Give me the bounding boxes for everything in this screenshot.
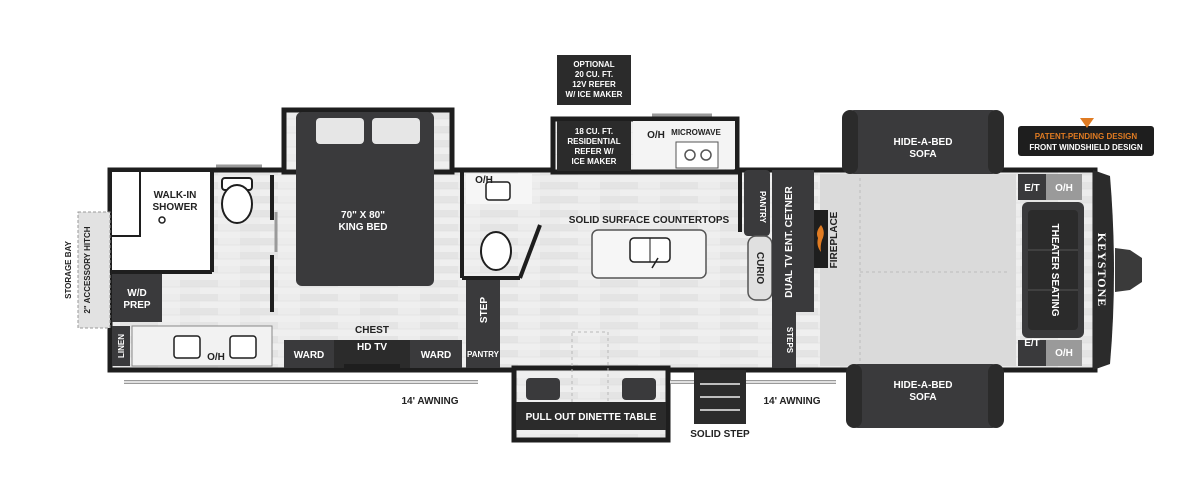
ward-left-label: WARD [294, 350, 325, 361]
dinette: PULL OUT DINETTE TABLE [516, 331, 666, 430]
king-bed: 70" X 80" KING BED [296, 112, 434, 286]
step-mid-label: STEP [479, 297, 490, 323]
solid-step-label: SOLID STEP [690, 429, 750, 440]
refer-label-1: 18 CU. FT. [575, 127, 613, 136]
refer-label-2: RESIDENTIAL [567, 137, 620, 146]
accessory-hitch-label: 2" ACCESSORY HITCH [83, 226, 92, 313]
hd-tv-label: HD TV [357, 342, 387, 353]
walk-in-shower-label-2: SHOWER [153, 202, 199, 213]
steps: STEPS [772, 312, 796, 368]
optional-refer-label-2: 20 CU. FT. [575, 70, 613, 79]
microwave-label: MICROWAVE [671, 128, 721, 137]
double-vanity: O/H [131, 325, 273, 367]
et-top-label: E/T [1024, 183, 1040, 194]
kitchen-island: SOLID SURFACE COUNTERTOPS [569, 215, 730, 279]
curio: CURIO [747, 235, 773, 301]
optional-refer-box: OPTIONAL 20 CU. FT. 12V REFER W/ ICE MAK… [557, 55, 631, 105]
king-bed-label-2: KING BED [339, 222, 388, 233]
fireplace-flame-icon [817, 225, 824, 252]
sofa-bottom-label-2: SOFA [909, 392, 936, 403]
linen-closet: LINEN [112, 326, 130, 366]
toilet-rear [221, 177, 253, 224]
awning-left: 14' AWNING [124, 380, 478, 407]
fireplace: FIREPLACE [814, 210, 840, 268]
rear-bath: WALK-IN SHOWER W/D PREP LINEN O/H [112, 172, 273, 367]
linen-label: LINEN [117, 334, 126, 358]
countertops-label: SOLID SURFACE COUNTERTOPS [569, 215, 730, 226]
step-mid: STEP [466, 280, 500, 340]
curio-label: CURIO [754, 252, 765, 284]
wd-prep-label-2: PREP [123, 300, 151, 311]
refer-label-4: ICE MAKER [572, 157, 617, 166]
awning-right-label: 14' AWNING [763, 396, 820, 407]
shield-icon [1080, 118, 1094, 128]
theater-seating: THEATER SEATING [1022, 202, 1084, 338]
window-marks [216, 113, 712, 252]
oh-bottom-label: O/H [1055, 348, 1073, 359]
et-bottom-label: E/T [1024, 338, 1040, 349]
dual-tv-label: DUAL TV ENT. CETNER [784, 185, 795, 297]
optional-refer-label-1: OPTIONAL [573, 60, 614, 69]
walk-in-shower-label-1: WALK-IN [154, 190, 197, 201]
pantry-small-label: PANTRY [467, 350, 500, 359]
pantry-small: PANTRY [466, 340, 500, 368]
sofa-top-label-1: HIDE-A-BED [894, 137, 953, 148]
sofa-bottom: HIDE-A-BED SOFA [846, 364, 1004, 428]
wd-prep: W/D PREP [112, 274, 162, 322]
patent-pending-badge: PATENT-PENDING DESIGN FRONT WINDSHIELD D… [1018, 118, 1154, 156]
steps-label: STEPS [785, 327, 794, 354]
solid-step: SOLID STEP [690, 370, 750, 440]
chest-label: CHEST [355, 325, 389, 336]
mid-bath: O/H [466, 174, 532, 271]
storage-bay-label: STORAGE BAY [64, 240, 73, 298]
pantry-tall-label: PANTRY [758, 191, 767, 224]
sofa-top: HIDE-A-BED SOFA [842, 110, 1004, 174]
oh-sink-label: O/H [475, 175, 493, 186]
optional-refer-label-4: W/ ICE MAKER [566, 90, 623, 99]
pantry-tall: PANTRY [744, 170, 770, 236]
kitchen-counter: O/H MICROWAVE [633, 121, 735, 169]
keystone-logo: KEYSTONE [1095, 233, 1109, 307]
awning-left-label: 14' AWNING [401, 396, 458, 407]
dinette-label: PULL OUT DINETTE TABLE [526, 412, 657, 423]
front-cabinets: E/T O/H E/T O/H [1018, 174, 1082, 366]
bedroom-storage: CHEST HD TV WARD WARD [284, 325, 462, 368]
refer-label-3: REFER W/ [574, 147, 614, 156]
sofa-bottom-label-1: HIDE-A-BED [894, 380, 953, 391]
cooktop-icon [675, 141, 719, 169]
optional-refer-label-3: 12V REFER [572, 80, 616, 89]
sofa-top-label-2: SOFA [909, 149, 936, 160]
wd-prep-label-1: W/D [127, 288, 146, 299]
theater-seating-label: THEATER SEATING [1049, 224, 1060, 317]
ward-right-label: WARD [421, 350, 452, 361]
oh-kitchen-label: O/H [647, 130, 665, 141]
dual-tv-center: DUAL TV ENT. CETNER [772, 170, 814, 312]
interior-walls [110, 170, 742, 312]
oh-top-label: O/H [1055, 183, 1073, 194]
oh-bath-label: O/H [207, 352, 225, 363]
fireplace-label: FIREPLACE [829, 211, 840, 268]
residential-refer: 18 CU. FT. RESIDENTIAL REFER W/ ICE MAKE… [557, 121, 631, 171]
patent-label-2: FRONT WINDSHIELD DESIGN [1029, 143, 1143, 152]
patent-label-1: PATENT-PENDING DESIGN [1035, 132, 1138, 141]
king-bed-label-1: 70" X 80" [341, 210, 385, 221]
